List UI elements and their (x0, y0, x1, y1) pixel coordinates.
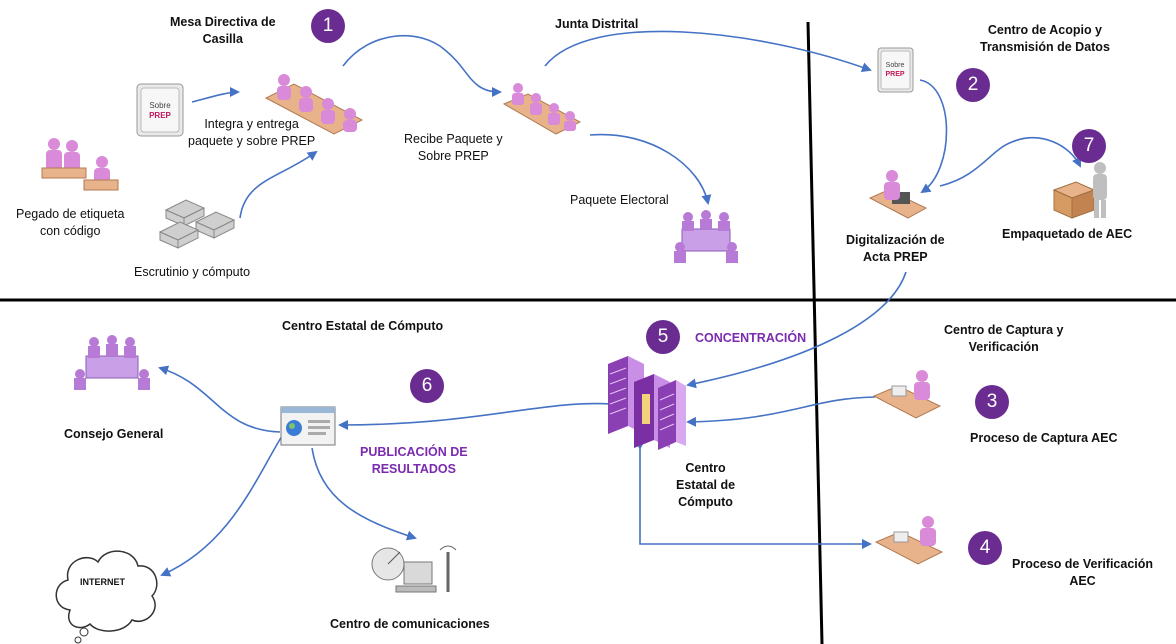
arrow-digitalizacion-to-centro (686, 271, 907, 389)
centro-captura-label: Centro de Captura y Verificación (944, 323, 1064, 354)
arrow-centro-to-publicacion (338, 402, 613, 430)
concentracion-label: CONCENTRACIÓN (695, 331, 807, 345)
sobre-prep-envelope-icon-2: Sobre PREP (877, 47, 914, 93)
consejo-general-meeting-icon (74, 335, 150, 390)
svg-text:Sobre: Sobre (149, 101, 171, 110)
step-badge-7: 7 (1072, 129, 1106, 163)
pegado-etiqueta-label: Pegado de etiqueta con código (16, 207, 125, 238)
integra-entrega-label: Integra y entrega paquete y sobre PREP (188, 117, 316, 148)
arrow-mesa-to-junta (342, 34, 502, 97)
junta-distrital-label: Junta Distrital (555, 17, 639, 31)
digitalizacion-scanner-icon (868, 170, 928, 219)
junta-distrital-people-icon (502, 83, 582, 135)
escrutinio-label: Escrutinio y cómputo (134, 265, 251, 279)
centro-acopio-label: Centro de Acopio y Transmisión de Datos (980, 23, 1110, 54)
web-browser-publication-icon (280, 406, 336, 446)
pegado-etiqueta-people-icon (41, 138, 119, 191)
step-badge-3: 3 (975, 385, 1009, 419)
arrow-sobre-to-digitalizacion (919, 79, 948, 194)
svg-text:Sobre: Sobre (886, 62, 905, 69)
centro-estatal-node-label: Centro Estatal de Cómputo (676, 461, 736, 509)
svg-text:PREP: PREP (149, 111, 171, 120)
step-badge-6: 6 (410, 369, 444, 403)
internet-label: INTERNET (80, 577, 125, 587)
arrow-digitalizacion-to-empaquetado (939, 137, 1082, 187)
step-badge-4: 4 (968, 531, 1002, 565)
step-badge-2: 2 (956, 68, 990, 102)
internet-cloud-icon (55, 550, 158, 644)
publicacion-label: PUBLICACIÓN DE RESULTADOS (360, 445, 468, 476)
centro-comunicaciones-label: Centro de comunicaciones (330, 617, 490, 631)
escrutinio-ballot-stacks-icon (158, 199, 236, 249)
arrow-publicacion-to-internet (160, 435, 283, 577)
digitalizacion-label: Digitalización de Acta PREP (846, 233, 945, 264)
empaquetado-person-box-icon (1052, 162, 1107, 219)
arrow-escrutinio-to-mesa (239, 150, 318, 219)
arrow-captura-to-centro (686, 396, 876, 427)
consejo-general-label: Consejo General (64, 427, 164, 441)
svg-text:PREP: PREP (885, 71, 904, 78)
proceso-captura-label: Proceso de Captura AEC (970, 431, 1118, 445)
arrow-centro-to-verificacion (635, 440, 872, 549)
step-badge-1: 1 (311, 9, 345, 43)
recibe-paquete-label: Recibe Paquete y Sobre PREP (404, 132, 503, 163)
paquete-electoral-meeting-icon (674, 210, 738, 263)
centro-comunicaciones-icon (371, 545, 457, 593)
arrow-junta-to-paquete (589, 133, 712, 205)
centro-estatal-servers-icon (608, 356, 686, 450)
arrow-sobre-to-mesa (191, 87, 240, 103)
arrow-publicacion-to-consejo (158, 365, 281, 433)
vertical-divider (806, 21, 824, 644)
step-badge-5: 5 (646, 320, 680, 354)
empaquetado-label: Empaquetado de AEC (1002, 227, 1133, 241)
mesa-directiva-people-icon (264, 74, 364, 135)
arrow-publicacion-to-comunicaciones (311, 447, 417, 541)
centro-estatal-title: Centro Estatal de Cómputo (282, 319, 444, 333)
mesa-directiva-label: Mesa Directiva de Casilla (170, 15, 276, 46)
verificacion-person-desk-icon (874, 516, 944, 565)
sobre-prep-envelope-icon: Sobre PREP (136, 83, 184, 137)
paquete-electoral-label: Paquete Electoral (570, 193, 669, 207)
captura-person-desk-icon (872, 370, 942, 419)
proceso-verificacion-label: Proceso de Verificación AEC (1012, 557, 1154, 588)
arrow-junta-to-acopio (544, 30, 872, 72)
